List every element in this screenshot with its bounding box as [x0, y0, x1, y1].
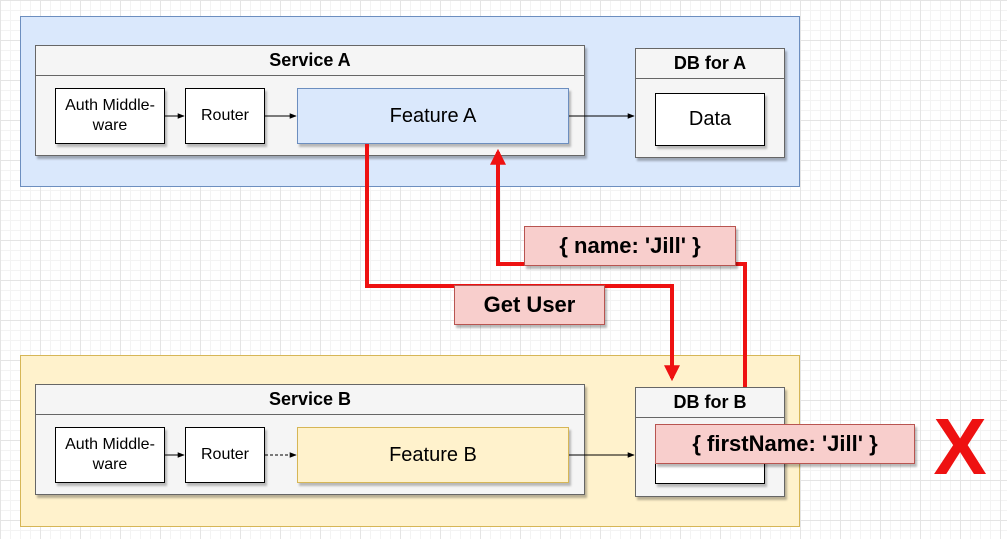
service-b-auth-middleware: Auth Middle- ware	[55, 427, 165, 483]
response-message-label: { name: 'Jill' }	[559, 233, 701, 258]
service-a-title: Service A	[36, 46, 584, 76]
service-a-auth-label: Auth Middle- ware	[65, 97, 155, 134]
service-b-auth-label: Auth Middle- ware	[65, 436, 155, 473]
feature-b-label: Feature B	[389, 443, 477, 466]
service-a-router-label: Router	[200, 107, 250, 124]
feature-a-label: Feature A	[389, 104, 477, 127]
reject-x-label: X	[933, 402, 987, 491]
request-message: Get User	[454, 285, 605, 325]
request-message-label: Get User	[483, 292, 576, 317]
service-a-router: Router	[185, 88, 265, 144]
db-b-title: DB for B	[636, 388, 784, 418]
service-b-router-label: Router	[200, 446, 250, 463]
response-message: { name: 'Jill' }	[524, 226, 736, 266]
stored-record-label: { firstName: 'Jill' }	[692, 431, 878, 456]
stored-record-message: { firstName: 'Jill' }	[655, 424, 915, 464]
service-b-router: Router	[185, 427, 265, 483]
reject-x-icon: X	[928, 407, 992, 487]
response-arrow	[490, 148, 747, 387]
db-a-data: Data	[655, 93, 765, 146]
service-a-auth-middleware: Auth Middle- ware	[55, 88, 165, 144]
db-a-data-label: Data	[688, 108, 732, 130]
feature-b: Feature B	[297, 427, 569, 483]
feature-a: Feature A	[297, 88, 569, 144]
service-b-title: Service B	[36, 385, 584, 415]
db-a-title: DB for A	[636, 49, 784, 79]
